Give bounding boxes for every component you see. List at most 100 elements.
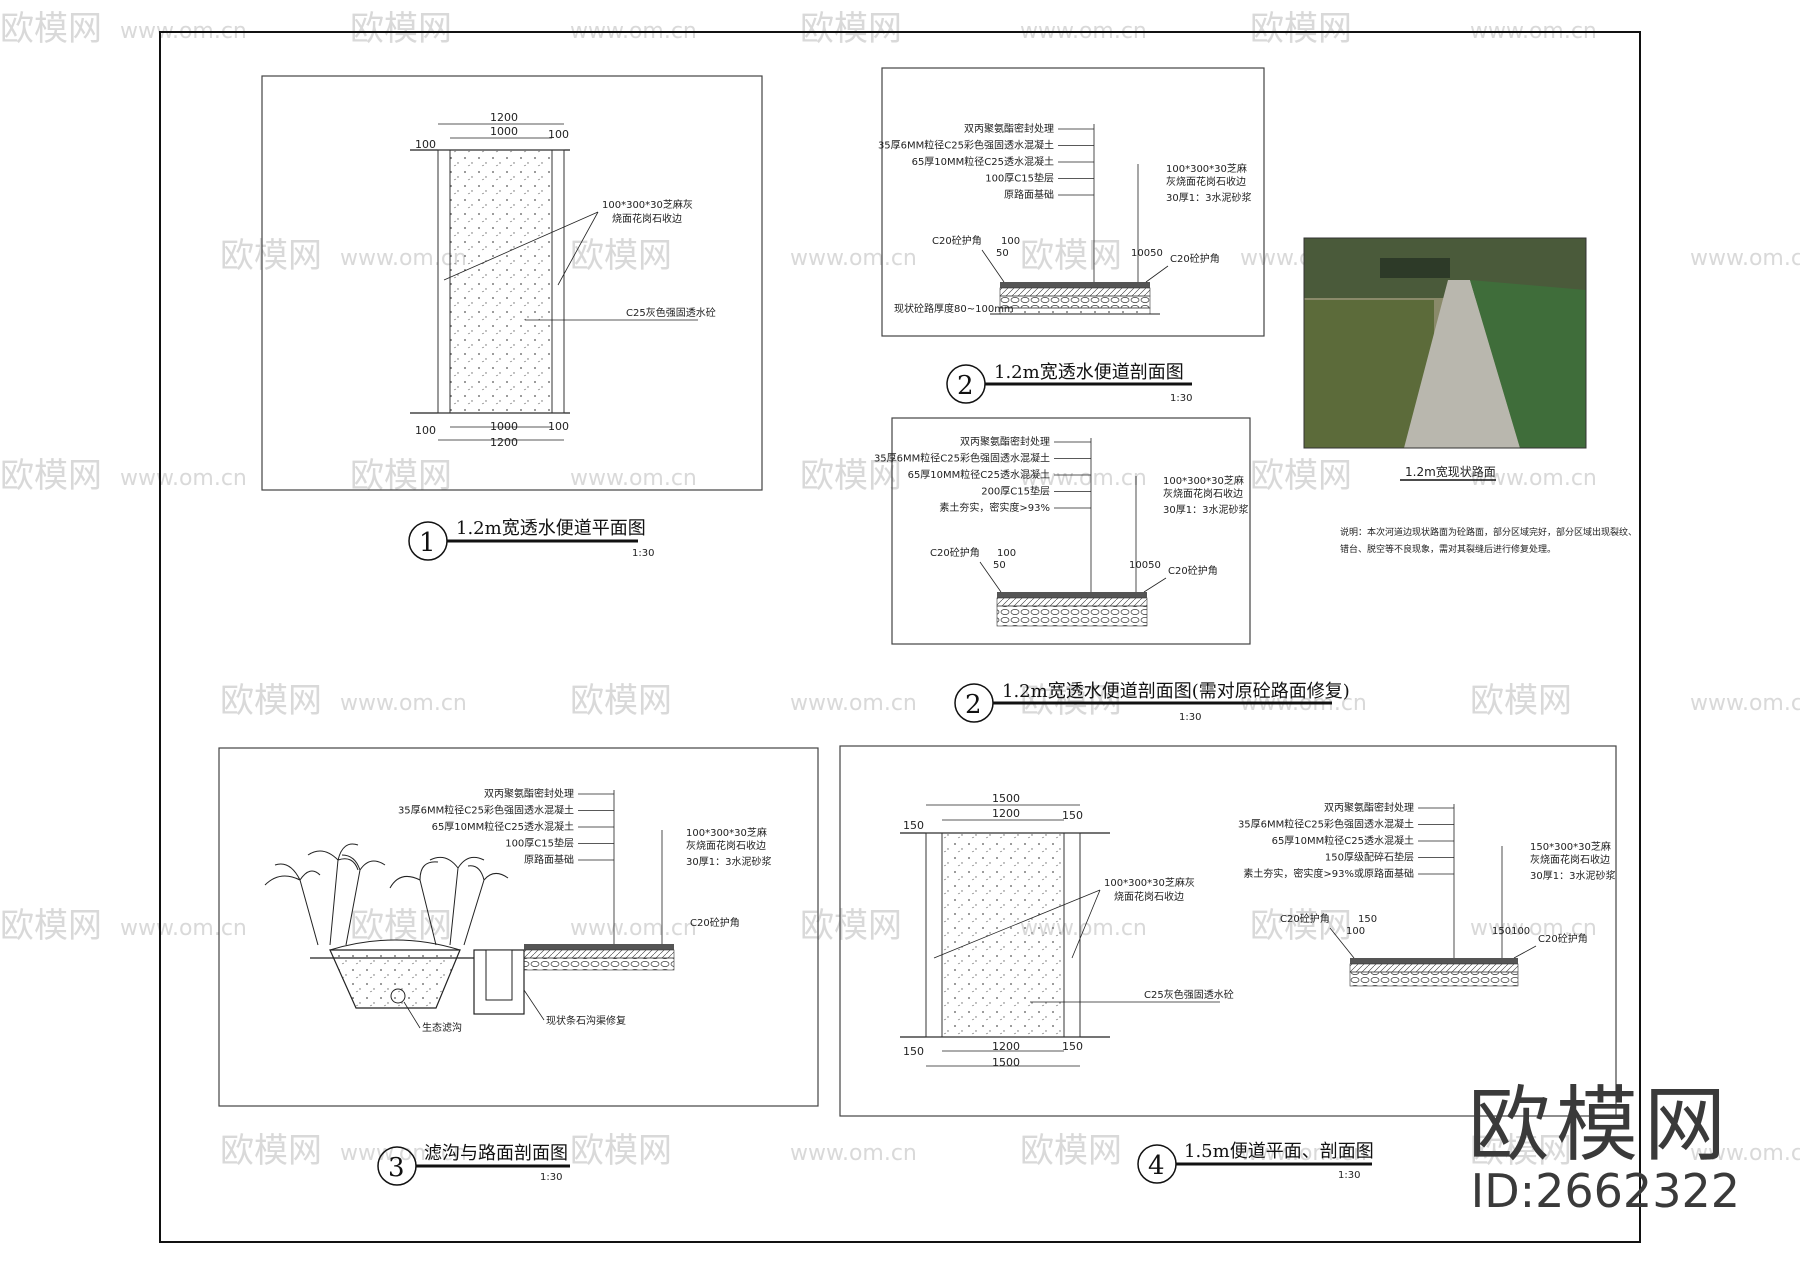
v3-layer-label: 双丙聚氨酯密封处理 [484,787,574,800]
view-3-frame [218,747,819,1107]
watermark-site: www.om.cn [340,246,467,271]
watermark-site: www.om.cn [1470,466,1597,491]
v4-dim-bot-left: 150 [903,1045,924,1058]
watermark-logo: 欧模网 [0,9,102,49]
view-1-plan: 1200 1000 100 100 1000 1200 100 100 100*… [261,75,763,561]
v4-corner-left: C20砼护角 [1280,912,1330,925]
dim-top-right: 100 [548,128,569,141]
v4-fill [941,832,1065,1038]
view-4-plan-section: 1500 1200 150 150 1200 1500 150 150 100*… [839,745,1617,1184]
dim-bot-right: 100 [548,420,569,433]
view-3-section: 双丙聚氨酯密封处理35厚6MM粒径C25彩色强固透水混凝土65厚10MM粒径C2… [218,747,819,1186]
v4-right-2: 灰烧面花岗石收边 [1530,853,1610,866]
v2a-dim-50: 50 [996,248,1009,259]
v3-layer-label: 65厚10MM粒径C25透水混凝土 [432,820,574,833]
dim-top-inner: 1000 [490,125,518,138]
view-3-scale: 1:30 [540,1172,562,1183]
dim-bot-left: 100 [415,424,436,437]
v4-dim-bot-total: 1500 [992,1056,1020,1069]
watermark-logo: 欧模网 [800,906,902,946]
view-1-number: 1 [419,528,436,558]
watermark-logo: 欧模网 [800,456,902,496]
v4-label-edge2: 烧面花岗石收边 [1114,890,1184,903]
v2a-right-2: 灰烧面花岗石收边 [1166,175,1246,188]
view-2b-number: 2 [965,690,982,720]
watermark-site: www.om.cn [120,916,247,941]
v2a-corner-right: C20砼护角 [1170,252,1220,265]
watermark-site: www.om.cn [570,916,697,941]
dim-bot-total: 1200 [490,436,518,449]
v4-layer-label: 素土夯实，密实度>93%或原路面基础 [1243,867,1414,880]
view-1-frame [261,75,763,491]
watermark-site: www.om.cn [340,1141,467,1166]
v4-dim-bot-right: 150 [1062,1040,1083,1053]
watermark-logo: 欧模网 [1020,236,1122,276]
watermark-site: www.om.cn [790,1141,917,1166]
watermark-logo: 欧模网 [0,906,102,946]
v2a-right-3: 30厚1：3水泥砂浆 [1166,191,1251,204]
view-4-scale: 1:30 [1338,1170,1360,1181]
v2a-dim-10050: 10050 [1131,248,1163,259]
watermark-layer: www.om.cn 欧模网 www.om.cn 欧模网 www.om.cn 欧模网 www.… [0,9,1800,1171]
eco-ditch [329,949,461,1009]
v4-right-3: 30厚1：3水泥砂浆 [1530,869,1615,882]
v4-dim-top-right: 150 [1062,809,1083,822]
v3-right-3: 30厚1：3水泥砂浆 [686,855,771,868]
photo-note-2: 错台、脱空等不良现象，需对其裂缝后进行修复处理。 [1340,543,1556,555]
v2b-corner-left: C20砼护角 [930,546,980,559]
v2b-layer-label: 200厚C15垫层 [981,485,1050,498]
view-2a-section: 双丙聚氨酯密封处理35厚6MM粒径C25彩色强固透水混凝土65厚10MM粒径C2… [878,67,1265,404]
v4-label-fill: C25灰色强固透水砼 [1144,988,1234,1001]
v4-layer-label: 双丙聚氨酯密封处理 [1324,801,1414,814]
watermark-site: www.om.cn [340,691,467,716]
v4-corner-right: C20砼护角 [1538,932,1588,945]
v3-right-2: 灰烧面花岗石收边 [686,839,766,852]
v2b-dim-50: 50 [993,560,1006,571]
v3-ditch-label: 生态滤沟 [422,1021,462,1034]
v2b-layer-label: 双丙聚氨酯密封处理 [960,435,1050,448]
view-3-title: 滤沟与路面剖面图 [424,1143,568,1164]
v2b-corner-right: C20砼护角 [1168,564,1218,577]
watermark-logo: 欧模网 [220,681,322,721]
view-2a-title: 1.2m宽透水便道剖面图 [994,362,1184,383]
watermark-site: www.om.cn [1240,1141,1367,1166]
photo-note-1: 说明：本次河道边现状路面为砼路面，部分区域完好，部分区域出现裂纹、 [1340,526,1637,538]
view-3-number: 3 [388,1153,405,1183]
v2b-dim-10050: 10050 [1129,560,1161,571]
view-1-title: 1.2m宽透水便道平面图 [456,518,646,539]
v4-dim-150a: 150 [1358,914,1377,925]
watermark-logo: 欧模网 [0,456,102,496]
watermark-logo: 欧模网 [1250,456,1352,496]
watermark-logo: 欧模网 [1470,681,1572,721]
v3-right-1: 100*300*30芝麻 [686,826,767,839]
v4-layer-label: 150厚级配碎石垫层 [1325,851,1414,864]
permeable-concrete-fill [449,149,553,414]
sheet-frame [159,31,1641,1243]
watermark-site: www.om.cn [1690,246,1800,271]
v2a-layer-label: 35厚6MM粒径C25彩色强固透水混凝土 [878,139,1054,152]
view-2b-title: 1.2m宽透水便道剖面图(需对原砼路面修复) [1002,681,1350,702]
v3-layer-label: 100厚C15垫层 [505,837,574,850]
view-4-frame [839,745,1617,1117]
dim-top-total: 1200 [490,111,518,124]
v4-dim-100: 100 [1346,926,1365,937]
v4-right-1: 150*300*30芝麻 [1530,840,1611,853]
watermark-site: www.om.cn [1020,466,1147,491]
v3-corner: C20砼护角 [690,916,740,929]
v4-layer-label: 65厚10MM粒径C25透水混凝土 [1272,834,1414,847]
v4-dim-top-total: 1500 [992,792,1020,805]
label-edge: 100*300*30芝麻灰 [602,198,693,211]
watermark-logo: 欧模网 [1020,681,1122,721]
view-4-title: 1.5m便道平面、剖面图 [1184,1141,1374,1162]
view-2a-number: 2 [957,371,974,401]
v2b-right-2: 灰烧面花岗石收边 [1163,487,1243,500]
palm-plants [264,843,509,946]
v2b-right-3: 30厚1：3水泥砂浆 [1163,503,1248,516]
watermark-logo: 欧模网 [800,9,902,49]
watermark-site: www.om.cn [1470,916,1597,941]
brand-id: ID:2662322 [1470,1164,1740,1218]
view-4-number: 4 [1148,1151,1165,1181]
watermark-logo: 欧模网 [1470,1131,1572,1171]
v2a-layer-label: 100厚C15垫层 [985,172,1054,185]
